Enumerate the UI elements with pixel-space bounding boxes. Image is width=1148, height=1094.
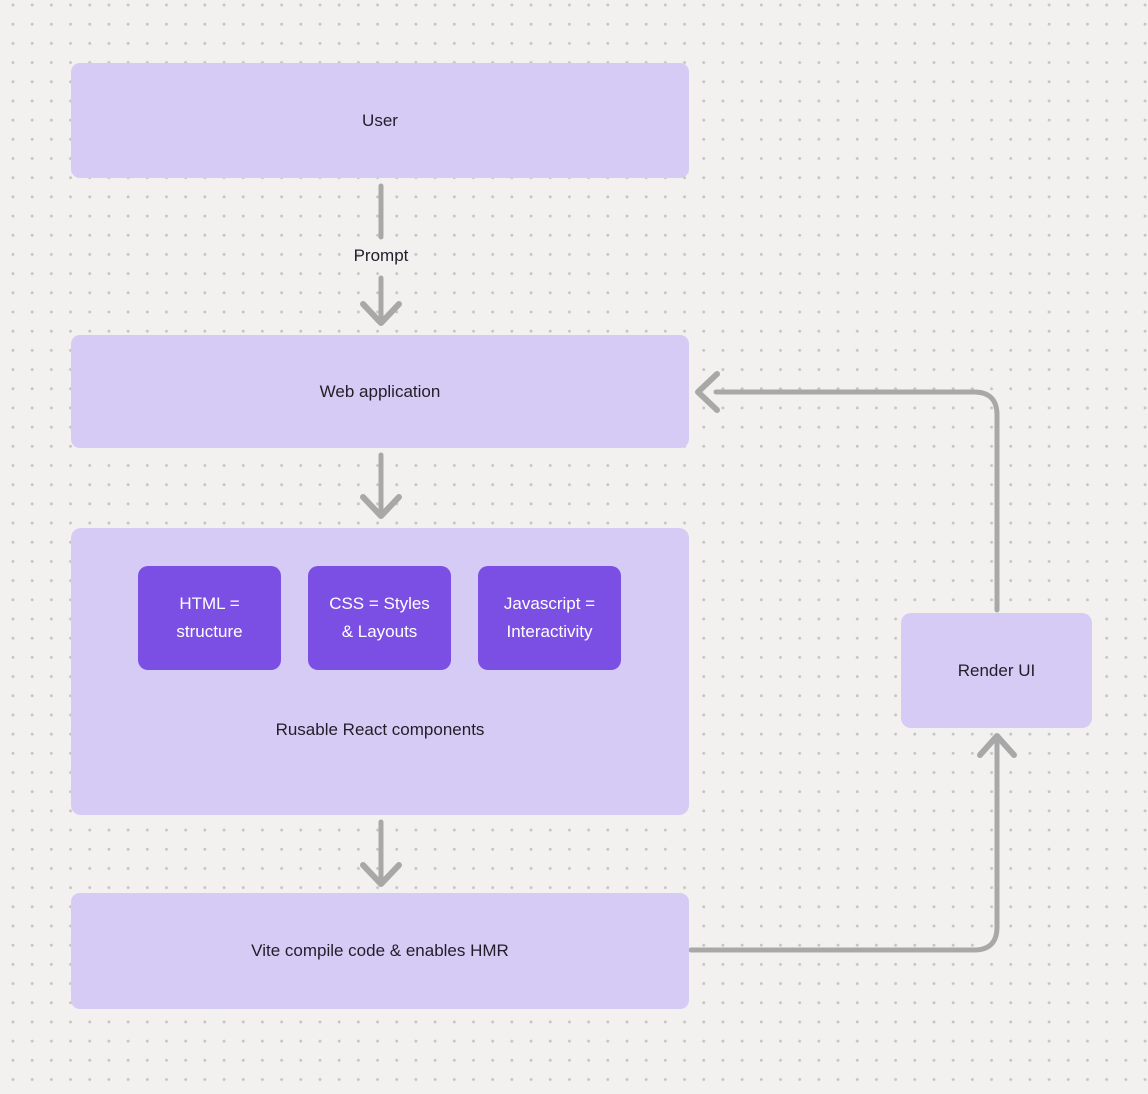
node-html-structure-line1: HTML = (179, 594, 240, 613)
edge-label-prompt: Prompt (353, 246, 409, 265)
node-vite-compile-label: Vite compile code & enables HMR (251, 941, 509, 960)
node-vite-compile: Vite compile code & enables HMR (71, 893, 689, 1009)
node-javascript-interactivity-line2: Interactivity (506, 622, 593, 641)
edge-webapp-to-group (360, 452, 402, 519)
node-web-application-label: Web application (319, 381, 441, 401)
node-web-application: Web application (71, 335, 689, 448)
node-javascript-interactivity-line1: Javascript = (503, 594, 596, 613)
node-css-styles-line2: & Layouts (341, 622, 418, 641)
edge-render-ui-to-webapp (695, 371, 1000, 613)
node-html-structure-line2: structure (176, 622, 243, 641)
arrowhead-up-icon (977, 733, 1017, 758)
arrowhead-down-icon (360, 494, 402, 519)
arrowhead-down-icon (360, 301, 402, 326)
node-css-styles-line1: CSS = Styles (329, 594, 430, 613)
edge-group-to-vite (360, 819, 402, 887)
node-render-ui-label: Render UI (957, 660, 1036, 680)
node-css-styles: CSS = Styles & Layouts (308, 566, 451, 670)
components-group-caption: Rusable React components (275, 720, 485, 739)
node-javascript-interactivity: Javascript = Interactivity (478, 566, 621, 670)
edge-vite-to-render-ui (688, 733, 1017, 953)
node-user-label: User (362, 110, 398, 130)
node-render-ui: Render UI (901, 613, 1092, 728)
arrowhead-down-icon (360, 862, 402, 887)
node-user: User (71, 63, 689, 178)
node-components-group: HTML = structure CSS = Styles & Layouts … (71, 528, 689, 815)
node-html-structure: HTML = structure (138, 566, 281, 670)
arrowhead-left-icon (695, 371, 720, 413)
